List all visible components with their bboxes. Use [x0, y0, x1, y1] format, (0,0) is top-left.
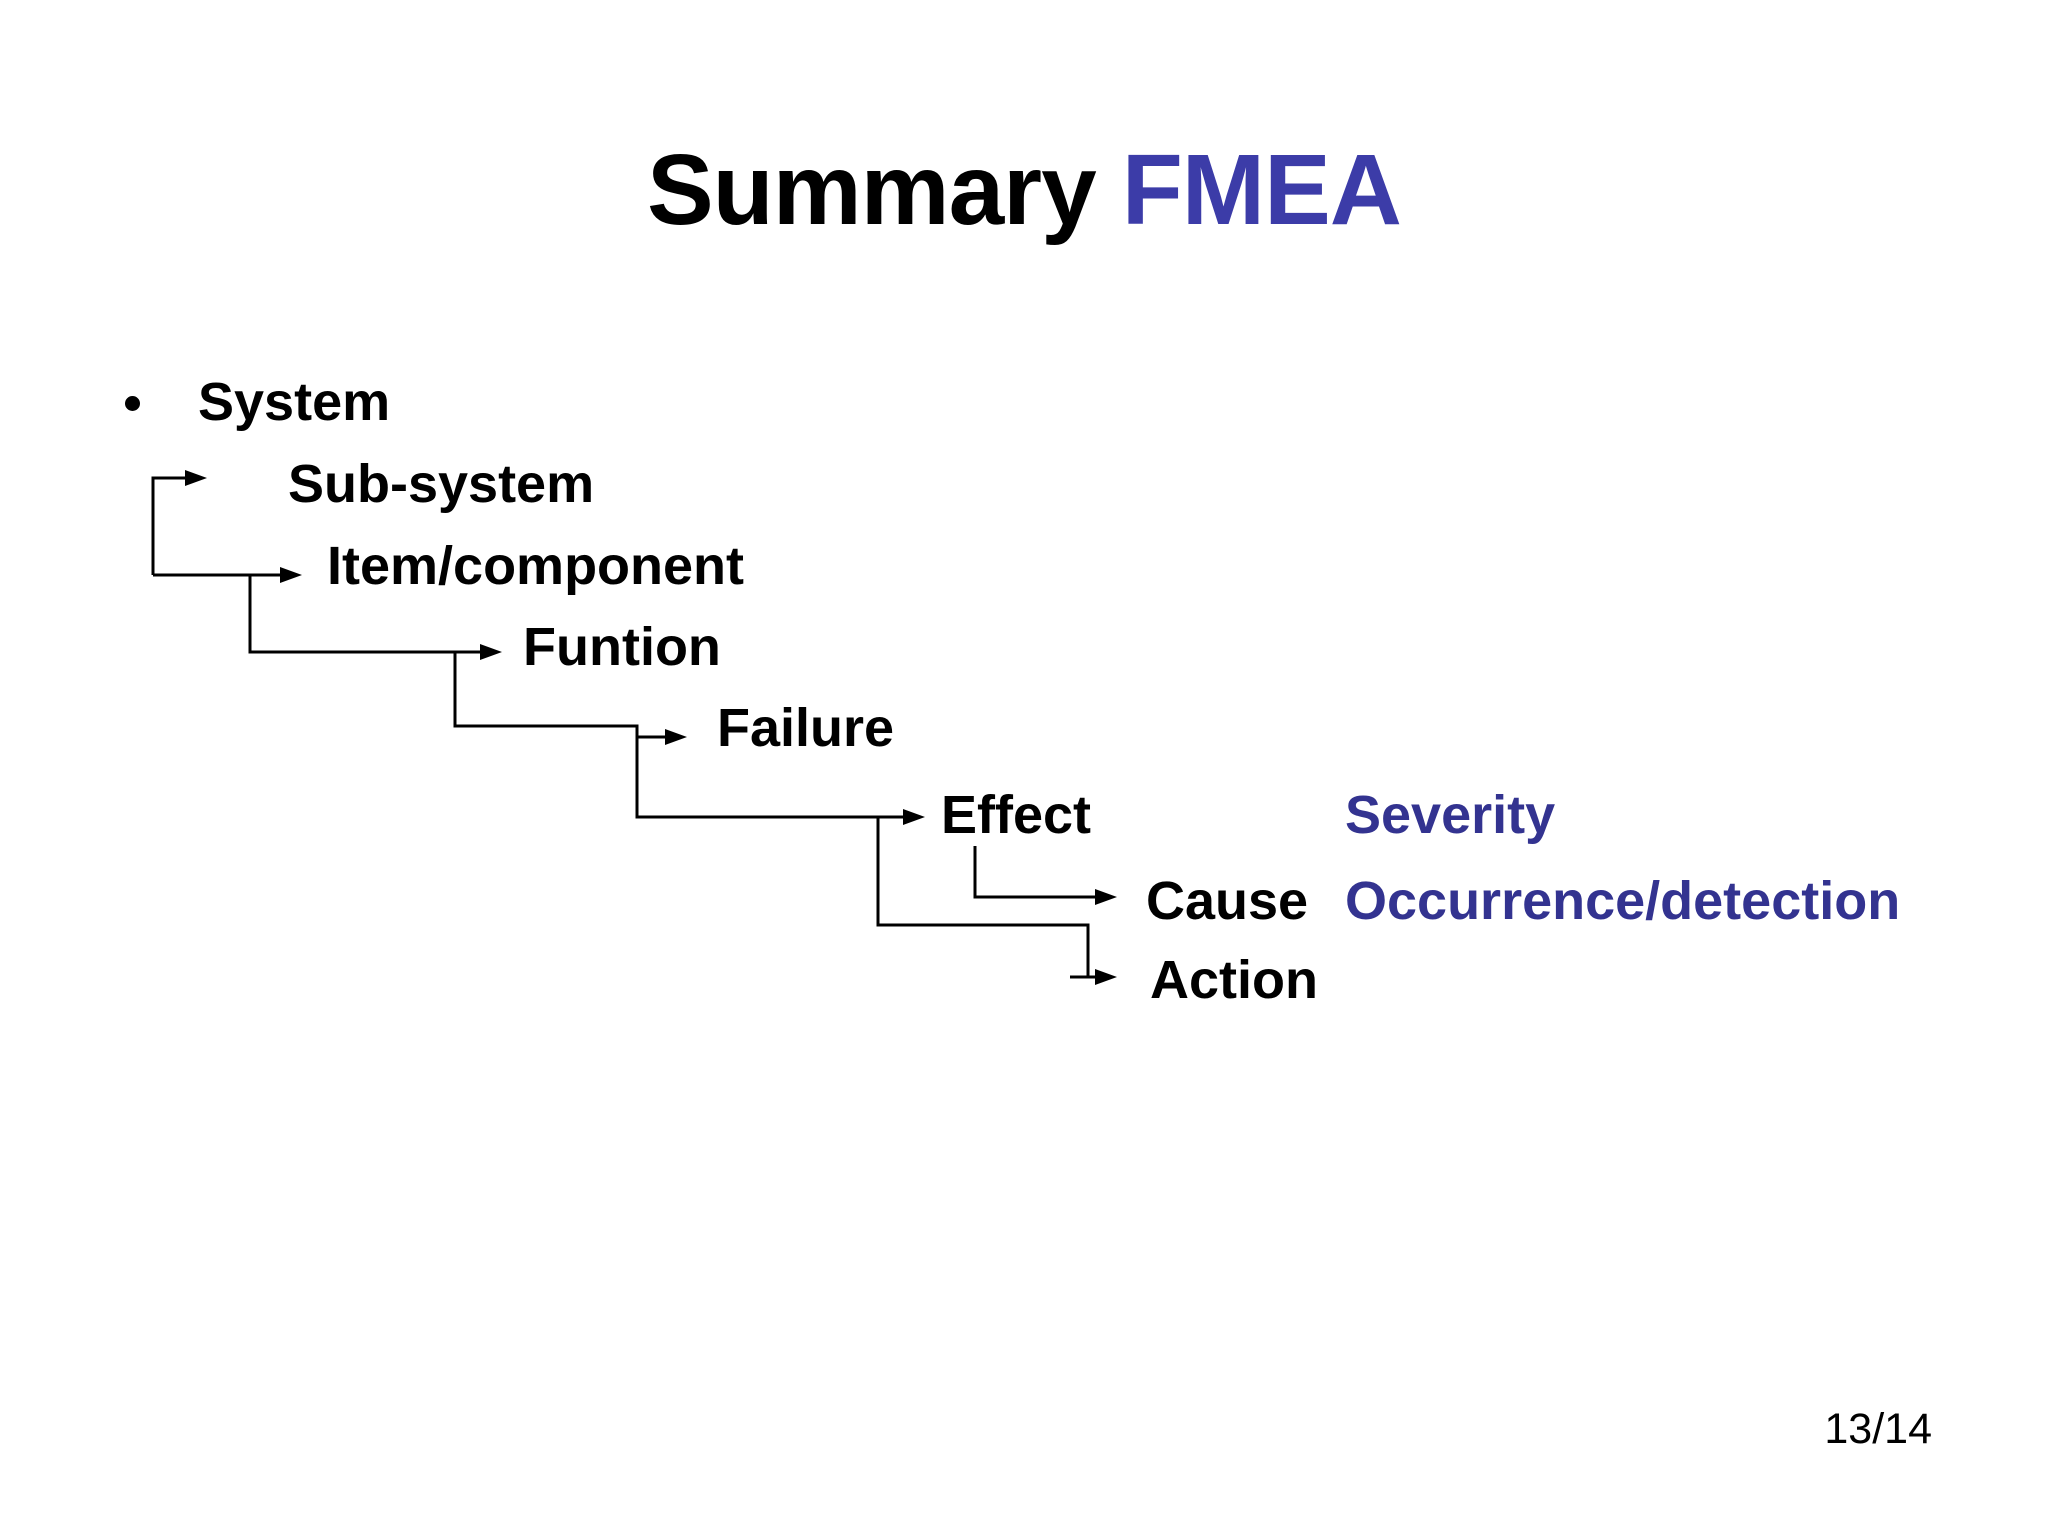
arrow-right-icon	[1095, 889, 1117, 905]
connector-line	[453, 652, 903, 819]
label-action: Action	[1150, 950, 1318, 1010]
arrow-right-icon	[665, 729, 687, 745]
connector-line	[973, 846, 1095, 899]
connector-to-action	[876, 817, 1117, 985]
slide-title-primary: Summary	[646, 134, 1097, 246]
label-sub-system: Sub-system	[288, 454, 595, 514]
label-failure: Failure	[717, 698, 895, 758]
arrow-right-icon	[185, 470, 207, 486]
arrow-right-icon	[903, 809, 925, 825]
connector-to-funtion	[248, 575, 502, 660]
label-funtion: Funtion	[523, 617, 721, 677]
annotation-severity: Severity	[1345, 785, 1556, 845]
label-cause: Cause	[1146, 871, 1309, 931]
slide-title-accent: FMEA	[1121, 134, 1402, 246]
connector-to-subsystem	[151, 470, 207, 575]
bullet-icon	[125, 396, 140, 411]
arrow-right-icon	[280, 567, 302, 583]
page-number: 13/14	[1824, 1405, 1932, 1453]
connector-line	[876, 817, 1090, 977]
arrow-right-icon	[480, 644, 502, 660]
connector-to-effect	[903, 809, 925, 825]
connector-to-failure	[453, 652, 903, 819]
connector-to-itemcomponent	[153, 567, 302, 583]
arrow-right-icon	[1095, 969, 1117, 985]
connector-to-cause	[973, 846, 1117, 905]
connector-line	[151, 476, 185, 575]
label-effect: Effect	[941, 785, 1092, 845]
label-system: System	[198, 372, 391, 432]
label-item-component: Item/component	[327, 536, 745, 596]
annotation-occurrence-detection: Occurrence/detection	[1345, 871, 1901, 931]
connector-line	[248, 575, 480, 654]
